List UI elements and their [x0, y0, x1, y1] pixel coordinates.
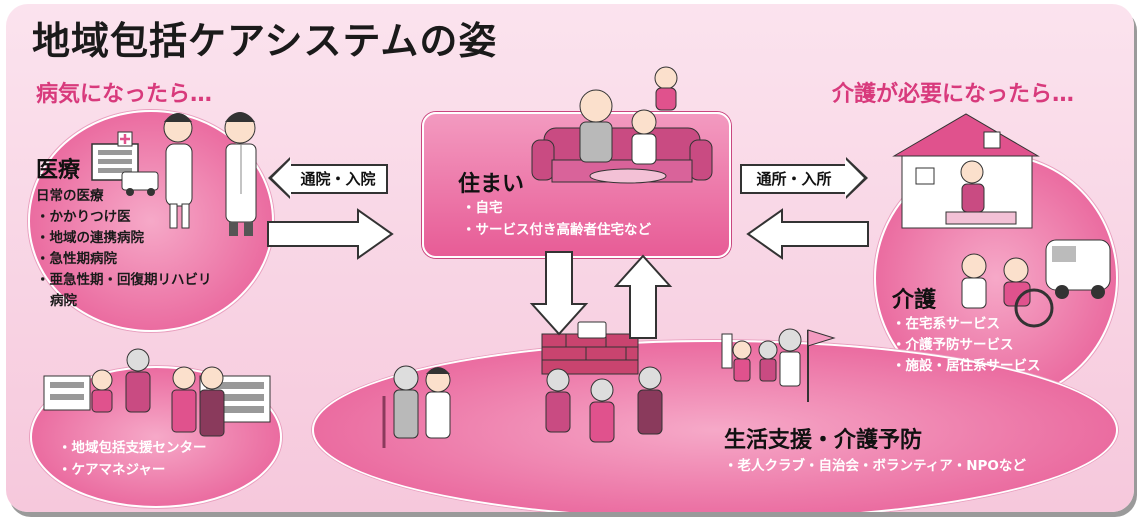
diagram-panel: 地域包括ケアシステムの姿 病気になったら… 介護が必要になったら… [6, 4, 1134, 512]
gateball-icon [721, 328, 836, 402]
care-manager-figures-icon [91, 348, 225, 437]
elderly-walking-icon [382, 365, 451, 448]
nurse-icon [163, 113, 193, 229]
life-support-label: 生活支援・介護予防 [724, 428, 923, 453]
ambulance-icon [121, 171, 159, 196]
medical-item: ・亜急性期・回復期リハビリ [36, 272, 212, 288]
medical-item: ・かかりつけ医 [36, 209, 131, 225]
facility-arrow-label: 通所・入所 [740, 157, 868, 199]
hospital-arrow-label: 通院・入院 [268, 157, 388, 199]
radio-taiso-icon [541, 321, 663, 443]
left-heading: 病気になったら… [36, 82, 213, 107]
care-item: ・介護予防サービス [892, 337, 1014, 353]
wheelchair-icon [961, 253, 1054, 328]
arrow-from-care-icon [746, 208, 869, 260]
diagram-title: 地域包括ケアシステムの姿 [32, 19, 498, 63]
doctor-icon [224, 112, 257, 236]
care-house-icon [892, 113, 1040, 229]
life-support-item: ・老人クラブ・自治会・ボランティア・NPOなど [724, 458, 1026, 474]
medical-label: 医療 [36, 158, 81, 183]
family-on-sofa-icon [531, 66, 713, 184]
care-item: ・施設・居住系サービス [892, 358, 1041, 374]
illustrations [43, 66, 1111, 448]
arrow-to-housing-icon [267, 208, 394, 260]
care-label: 介護 [892, 288, 937, 313]
care-van-icon [1045, 239, 1111, 299]
right-heading: 介護が必要になったら… [832, 82, 1075, 107]
housing-item: ・自宅 [462, 200, 503, 216]
arrow-down-icon [529, 251, 589, 336]
medical-item: ・急性期病院 [36, 251, 117, 267]
support-center-item: ・地域包括支援センター [58, 440, 207, 456]
support-center-item: ・ケアマネジャー [58, 462, 166, 478]
medical-item: ・地域の連携病院 [36, 230, 144, 246]
housing-item: ・サービス付き高齢者住宅など [462, 222, 651, 238]
medical-item: 日常の医療 [36, 188, 104, 204]
medical-item: 病院 [50, 293, 77, 309]
housing-label: 住まい [458, 172, 525, 197]
care-item: ・在宅系サービス [892, 316, 1000, 332]
support-center-building-icon [43, 375, 271, 423]
arrow-up-icon [613, 254, 673, 339]
